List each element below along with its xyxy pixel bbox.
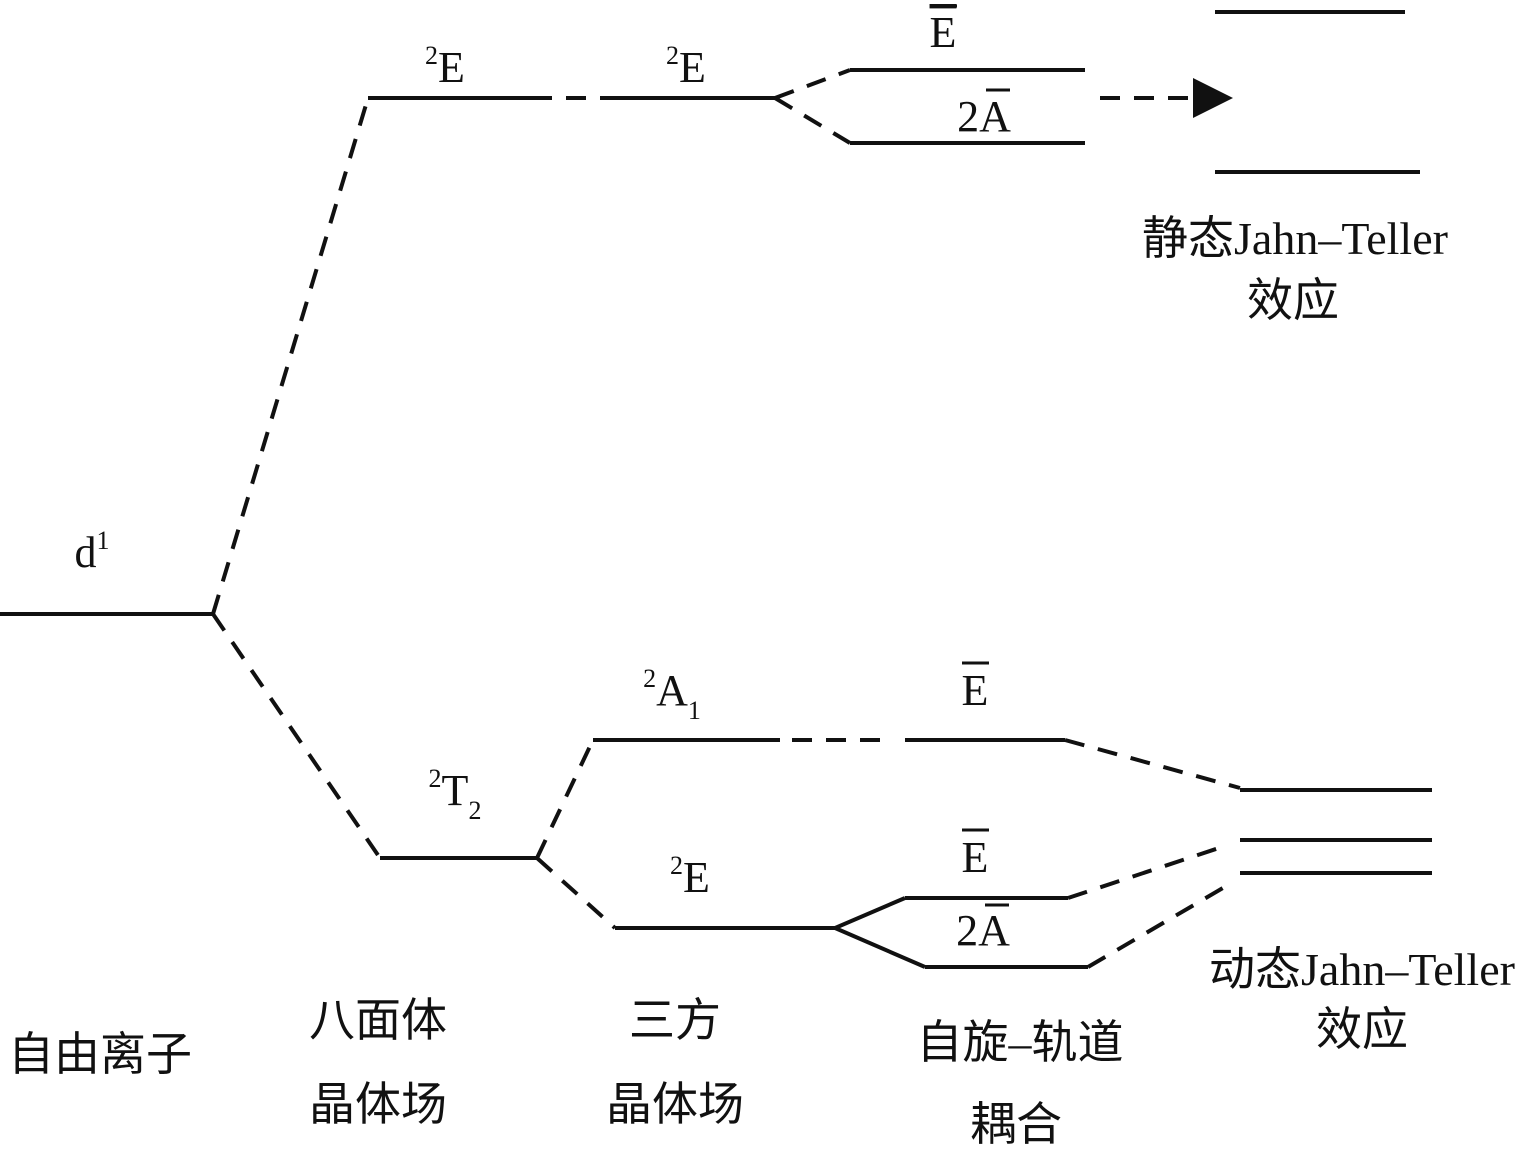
connector xyxy=(773,96,852,145)
octahedral-caption: 八面体 xyxy=(309,995,447,1046)
static-jt-caption-2: 效应 xyxy=(1247,275,1339,326)
static-jt-caption: 静态Jahn–Teller xyxy=(1142,213,1448,264)
so-2A-label-b: 2A xyxy=(956,906,1010,955)
connector xyxy=(535,856,617,930)
spin-orbit-caption-2: 耦合 xyxy=(970,1099,1062,1150)
dynamic-jt-caption: 动态Jahn–Teller xyxy=(1209,944,1515,995)
so-E-label-b: E xyxy=(962,833,989,882)
connector xyxy=(829,896,926,969)
trigonal-caption-2: 晶体场 xyxy=(606,1079,744,1130)
connector xyxy=(211,612,382,860)
connector xyxy=(1067,843,1229,900)
so-E-label-a: E xyxy=(962,666,989,715)
connector xyxy=(774,68,851,100)
d1-label: d1 xyxy=(75,526,110,577)
trig-2E-label: 2E xyxy=(666,41,706,92)
connector xyxy=(535,739,595,859)
connector xyxy=(211,97,370,615)
dynamic-jt-caption-2: 效应 xyxy=(1316,1004,1408,1055)
oct-2T2-label: 2T2 xyxy=(429,764,482,825)
trig-2E-lower-label: 2E xyxy=(670,851,710,902)
free-ion-caption: 自由离子 xyxy=(8,1029,192,1080)
connector xyxy=(1086,883,1230,969)
trig-2A1-label: 2A1 xyxy=(643,664,701,725)
spin-orbit-caption: 自旋–轨道 xyxy=(917,1017,1124,1068)
so-2A-label: 2A xyxy=(957,92,1011,141)
trigonal-caption: 三方 xyxy=(629,995,721,1046)
so-E-label: E xyxy=(930,8,957,57)
octahedral-caption-2: 晶体场 xyxy=(309,1079,447,1130)
connector xyxy=(1064,738,1241,790)
oct-2E-label: 2E xyxy=(425,41,465,92)
